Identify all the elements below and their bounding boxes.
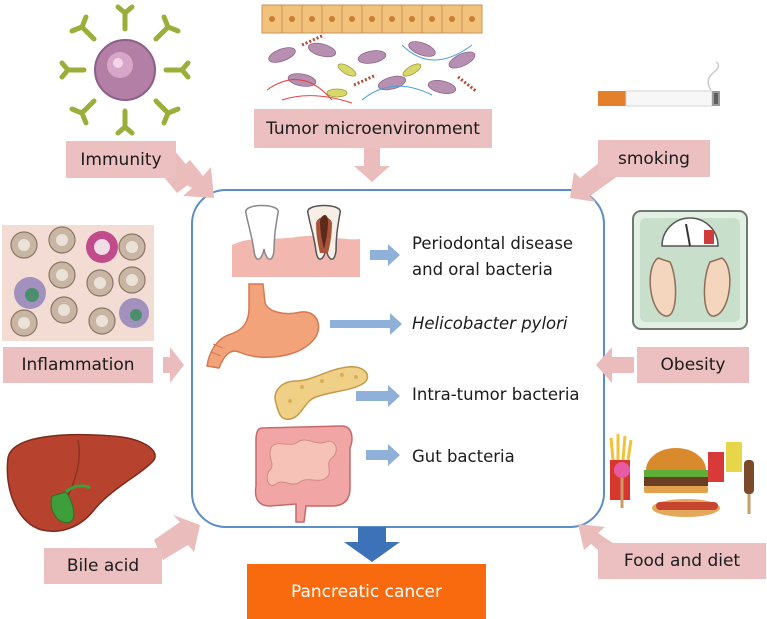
liver-illustration xyxy=(6,433,156,532)
text-periodontal-line1: Periodontal disease xyxy=(412,234,574,253)
cigarette-illustration xyxy=(598,61,720,107)
pancreas-illustration xyxy=(274,366,369,420)
food-illustration xyxy=(609,434,754,517)
text-intra-tumor: Intra-tumor bacteria xyxy=(412,385,580,404)
teeth-illustration xyxy=(232,204,360,277)
arrow-helicobacter xyxy=(330,313,402,335)
arrow-tumor xyxy=(354,148,390,182)
text-periodontal: Periodontal disease and oral bacteria xyxy=(412,231,573,283)
label-obesity: Obesity xyxy=(637,347,749,383)
text-helicobacter: Helicobacter pylori xyxy=(412,314,568,333)
label-smoking: smoking xyxy=(598,140,710,177)
arrow-bile xyxy=(154,515,200,560)
label-food-and-diet: Food and diet xyxy=(598,543,766,579)
immune-cell-illustration xyxy=(59,4,191,136)
inflammation-cells-illustration xyxy=(2,225,154,341)
text-periodontal-line2: and oral bacteria xyxy=(412,260,553,279)
text-gut: Gut bacteria xyxy=(412,447,515,466)
label-bile-acid: Bile acid xyxy=(44,548,162,584)
arrow-obesity xyxy=(596,347,634,383)
tumor-tissue-illustration xyxy=(261,4,483,104)
label-tumor-microenvironment: Tumor microenvironment xyxy=(254,109,492,148)
outcome-pancreatic-cancer: Pancreatic cancer xyxy=(247,564,486,619)
label-immunity: Immunity xyxy=(66,141,176,178)
arrow-inflammation xyxy=(163,347,184,383)
intestine-illustration xyxy=(254,425,353,523)
arrow-gut xyxy=(366,444,400,466)
stomach-illustration xyxy=(206,283,320,369)
label-inflammation: Inflammation xyxy=(3,347,153,383)
scale-illustration xyxy=(632,210,748,330)
arrow-intra-tumor xyxy=(356,385,400,407)
arrow-down-to-outcome xyxy=(344,527,400,562)
arrow-periodontal xyxy=(370,244,400,266)
